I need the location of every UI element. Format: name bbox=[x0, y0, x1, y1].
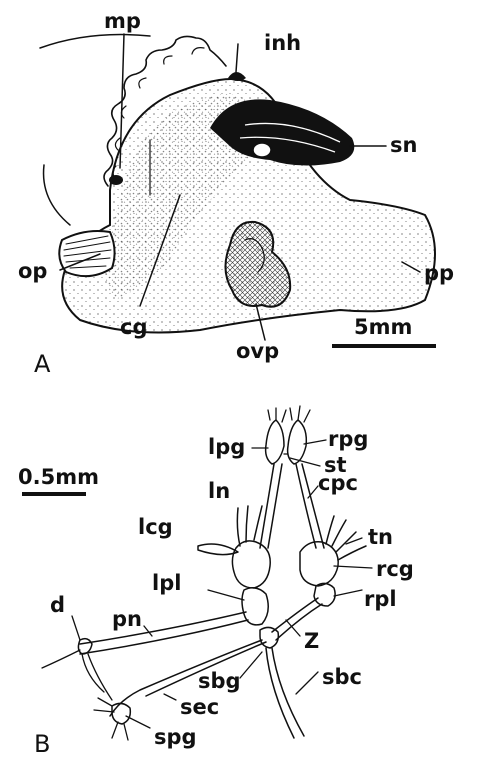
label-op: op bbox=[18, 259, 47, 283]
label-sbc: sbc bbox=[322, 665, 362, 689]
label-sn: sn bbox=[390, 133, 417, 157]
rpg bbox=[288, 420, 307, 464]
label-tn: tn bbox=[368, 525, 393, 549]
scale-text-a: 5mm bbox=[354, 315, 412, 339]
label-z: Z bbox=[304, 629, 319, 653]
op-region bbox=[59, 231, 114, 276]
label-d: d bbox=[50, 593, 65, 617]
label-mp: mp bbox=[104, 9, 141, 33]
label-pp: pp bbox=[424, 261, 454, 285]
lpl bbox=[242, 588, 268, 625]
label-rpg: rpg bbox=[328, 427, 368, 451]
lpg bbox=[266, 420, 284, 464]
scale-bar-b bbox=[22, 492, 86, 496]
label-lcg: lcg bbox=[138, 515, 173, 539]
label-inh: inh bbox=[264, 31, 301, 55]
panel-a-drawing bbox=[40, 35, 435, 333]
lcg bbox=[232, 541, 270, 588]
label-ln: ln bbox=[208, 479, 230, 503]
label-lpg: lpg bbox=[208, 435, 245, 459]
label-rpl: rpl bbox=[364, 587, 397, 611]
scale-bar-a bbox=[332, 344, 436, 348]
label-cpc: cpc bbox=[318, 471, 358, 495]
rcg bbox=[300, 542, 338, 586]
sbg bbox=[260, 627, 278, 648]
label-spg: spg bbox=[154, 725, 197, 749]
label-lpl: lpl bbox=[152, 571, 181, 595]
label-cg: cg bbox=[120, 315, 147, 339]
label-sbg: sbg bbox=[198, 669, 241, 693]
scale-text-b: 0.5mm bbox=[18, 465, 99, 489]
panel-label-a: A bbox=[34, 350, 51, 378]
label-pn: pn bbox=[112, 607, 142, 631]
panel-label-b: B bbox=[34, 730, 50, 757]
rpl bbox=[314, 583, 335, 606]
spg bbox=[112, 703, 130, 724]
label-ovp: ovp bbox=[236, 339, 279, 363]
label-rcg: rcg bbox=[376, 557, 414, 581]
label-sec: sec bbox=[180, 695, 219, 719]
